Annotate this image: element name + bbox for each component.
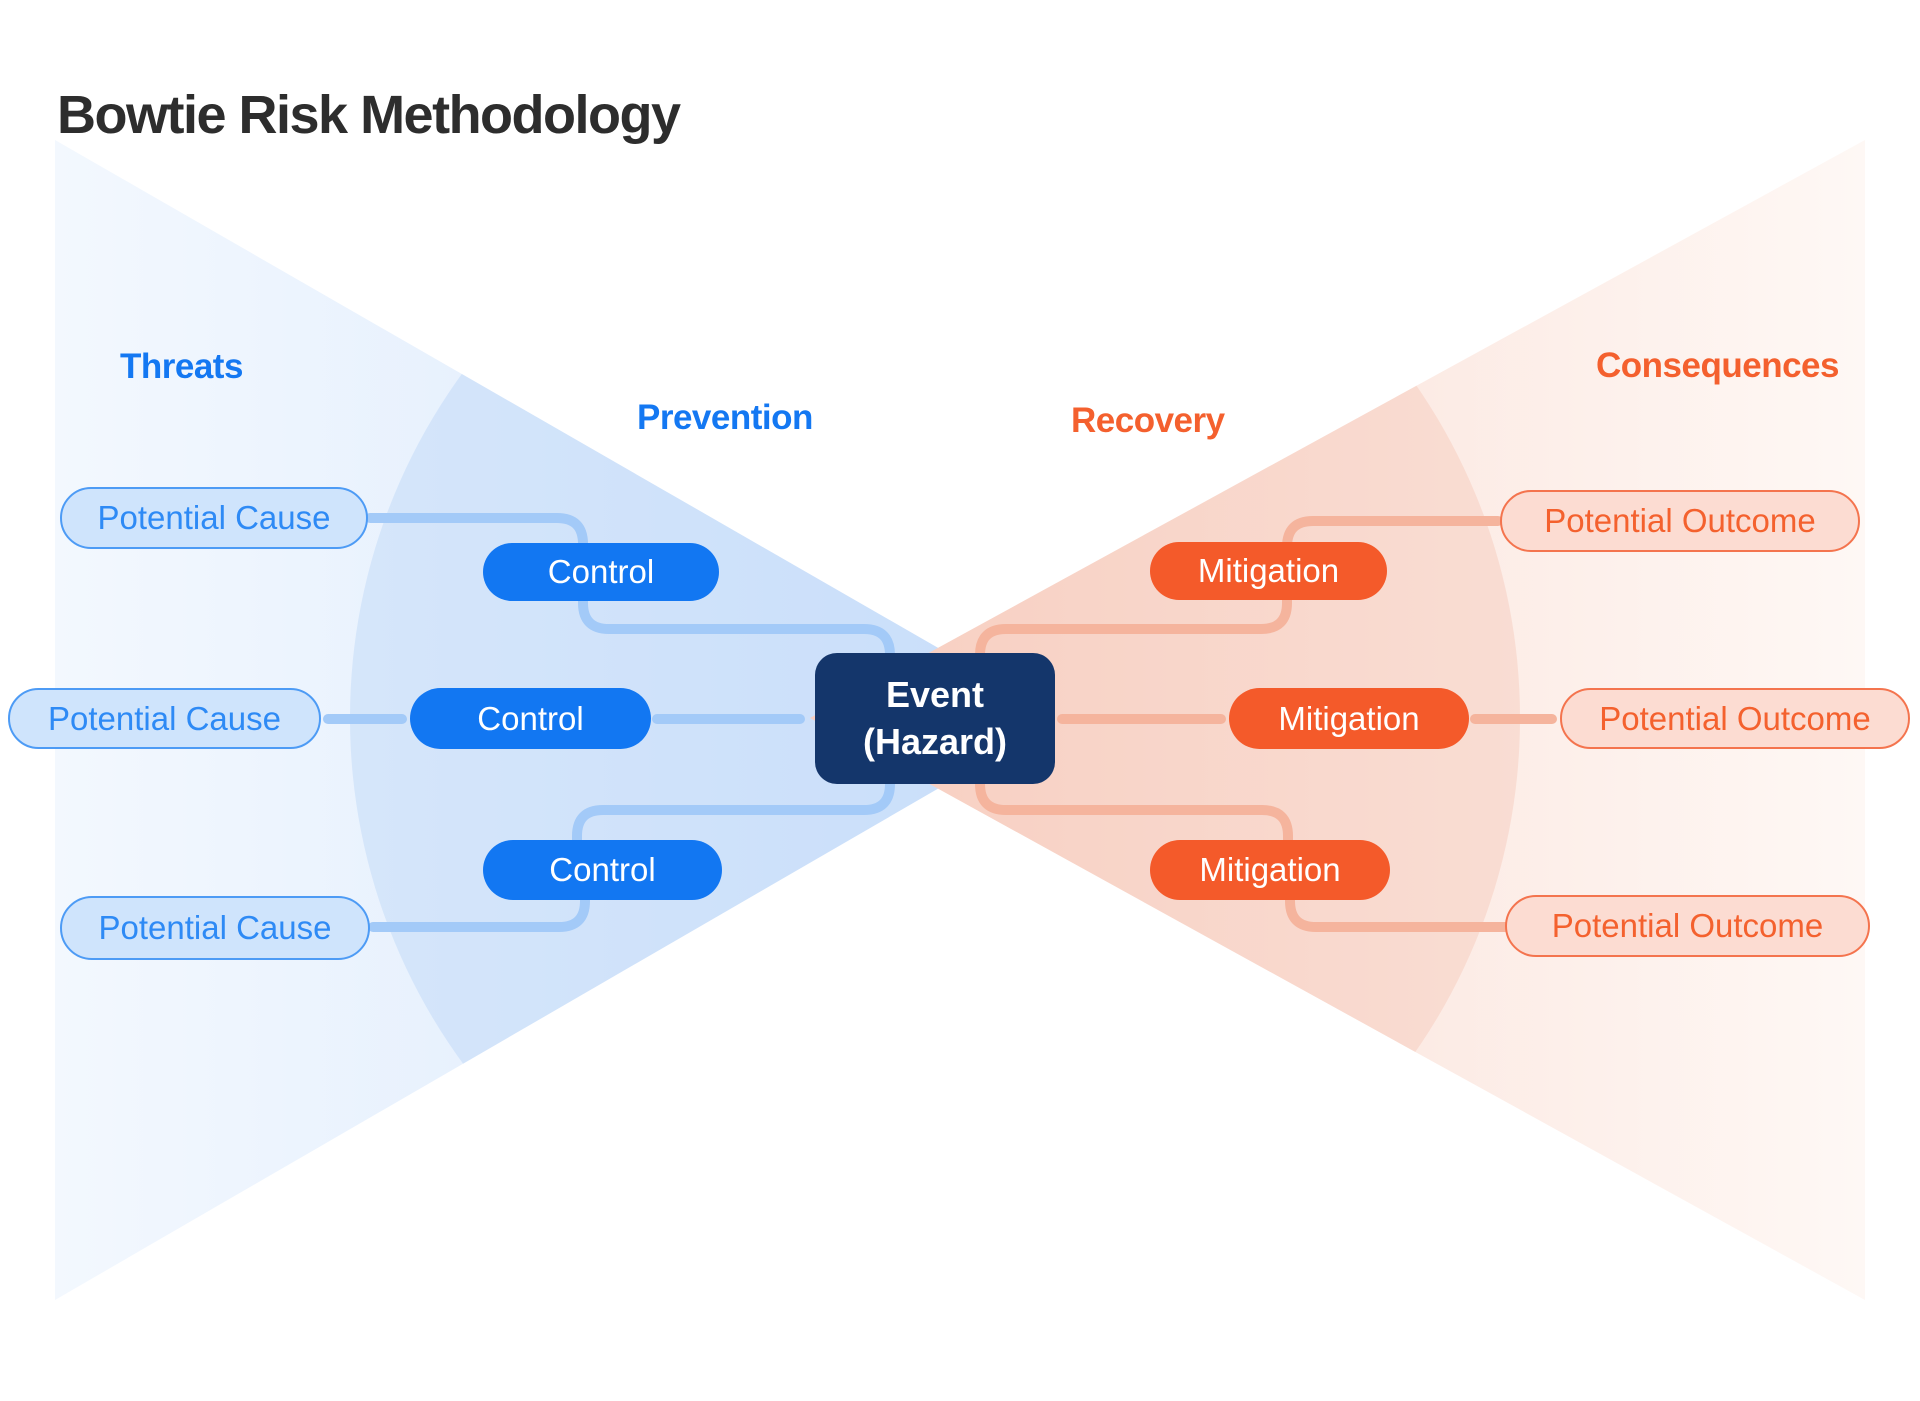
section-label-recovery: Recovery bbox=[1071, 401, 1225, 440]
potential-outcome-pill-3: Potential Outcome bbox=[1505, 895, 1870, 957]
potential-cause-pill-1: Potential Cause bbox=[60, 487, 368, 549]
potential-outcome-pill-1: Potential Outcome bbox=[1500, 490, 1860, 552]
potential-cause-pill-2: Potential Cause bbox=[8, 688, 321, 749]
section-label-consequences: Consequences bbox=[1596, 346, 1839, 385]
mitigation-pill-3: Mitigation bbox=[1150, 840, 1390, 900]
connector-control3-cause3 bbox=[368, 891, 590, 932]
control-pill-3: Control bbox=[483, 840, 722, 900]
section-label-threats: Threats bbox=[120, 347, 243, 386]
event-label-line2: (Hazard) bbox=[862, 720, 1008, 762]
potential-cause-pill-3: Potential Cause bbox=[60, 896, 370, 960]
control-pill-2: Control bbox=[410, 688, 651, 749]
connector-event-control3 bbox=[572, 773, 895, 849]
potential-outcome-pill-2: Potential Outcome bbox=[1560, 688, 1910, 749]
section-label-prevention: Prevention bbox=[637, 398, 813, 437]
mitigation-pill-2: Mitigation bbox=[1229, 688, 1469, 749]
connector-mitigation3-outcome3 bbox=[1285, 891, 1510, 932]
connector-control1-event bbox=[578, 593, 895, 665]
connector-event-mitigation3 bbox=[975, 773, 1293, 851]
event-label-line1: Event bbox=[885, 674, 985, 716]
page-title: Bowtie Risk Methodology bbox=[57, 85, 681, 145]
event-hazard-node: Event (Hazard) bbox=[815, 653, 1055, 784]
control-pill-1: Control bbox=[483, 543, 719, 601]
connector-mitigation1-event bbox=[975, 592, 1292, 665]
mitigation-pill-1: Mitigation bbox=[1150, 542, 1387, 600]
